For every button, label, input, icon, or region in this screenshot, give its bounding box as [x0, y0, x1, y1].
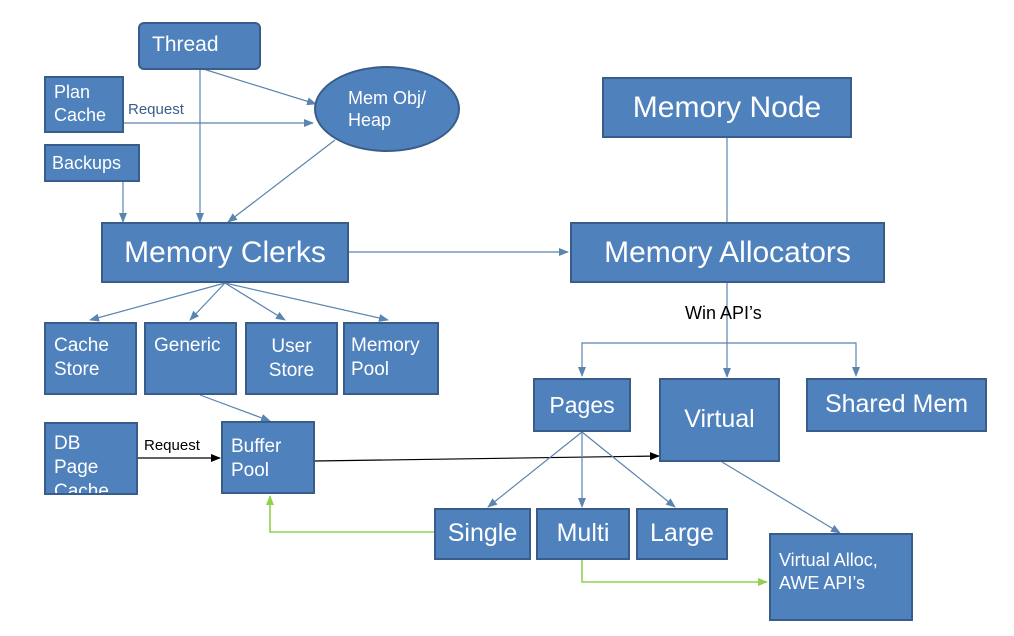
db-page-request-label: Request: [144, 437, 200, 454]
memory-allocators-node: Memory Allocators: [570, 222, 885, 283]
single-node: Single: [434, 508, 531, 560]
edge-winapi-to-sharedmem: [727, 342, 860, 377]
plan-cache-request-label: Request: [128, 101, 184, 118]
multi-node: Multi: [536, 508, 630, 560]
edge-multi-to-virtualalloc: [581, 560, 768, 586]
user-store-node: User Store: [245, 322, 338, 395]
shared-mem-node: Shared Mem: [806, 378, 987, 432]
edge-single-to-bufferpool: [266, 495, 434, 533]
large-node: Large: [636, 508, 728, 560]
thread-node: Thread: [138, 22, 261, 70]
buffer-pool-node: Buffer Pool: [221, 421, 315, 494]
cache-store-node: Cache Store: [44, 322, 137, 395]
edge-clerks-to-generic: [189, 282, 226, 321]
edge-heap-to-clerks: [227, 139, 336, 223]
virtual-alloc-node: Virtual Alloc, AWE API’s: [769, 533, 913, 621]
edge-bufferpool-to-virtual: [314, 452, 660, 462]
memory-pool-node: Memory Pool: [343, 322, 439, 395]
edge-winapi-to-pages: [578, 342, 727, 377]
edge-thread-to-heap: [199, 67, 317, 106]
win-apis-label: Win API’s: [685, 303, 762, 323]
memory-node: Memory Node: [602, 77, 852, 138]
backups-node: Backups: [44, 144, 140, 182]
db-page-cache-node: DB Page Cache: [44, 422, 138, 495]
edge-clerks-to-memorypool: [224, 282, 389, 322]
mem-obj-heap-node: Mem Obj/ Heap: [314, 66, 460, 152]
edge-pages-to-single: [487, 431, 583, 508]
edge-clerks-to-cachestore: [89, 282, 226, 322]
pages-node: Pages: [533, 378, 631, 432]
edge-clerks-to-userstore: [224, 282, 286, 321]
plan-cache-node: Plan Cache: [44, 76, 124, 133]
virtual-node: Virtual: [659, 378, 780, 462]
edge-virtual-to-virtualalloc: [721, 461, 841, 534]
generic-node: Generic: [144, 322, 237, 395]
memory-clerks-node: Memory Clerks: [101, 222, 349, 283]
edge-generic-to-bufferpool: [199, 394, 271, 422]
edge-pages-to-large: [581, 431, 676, 508]
